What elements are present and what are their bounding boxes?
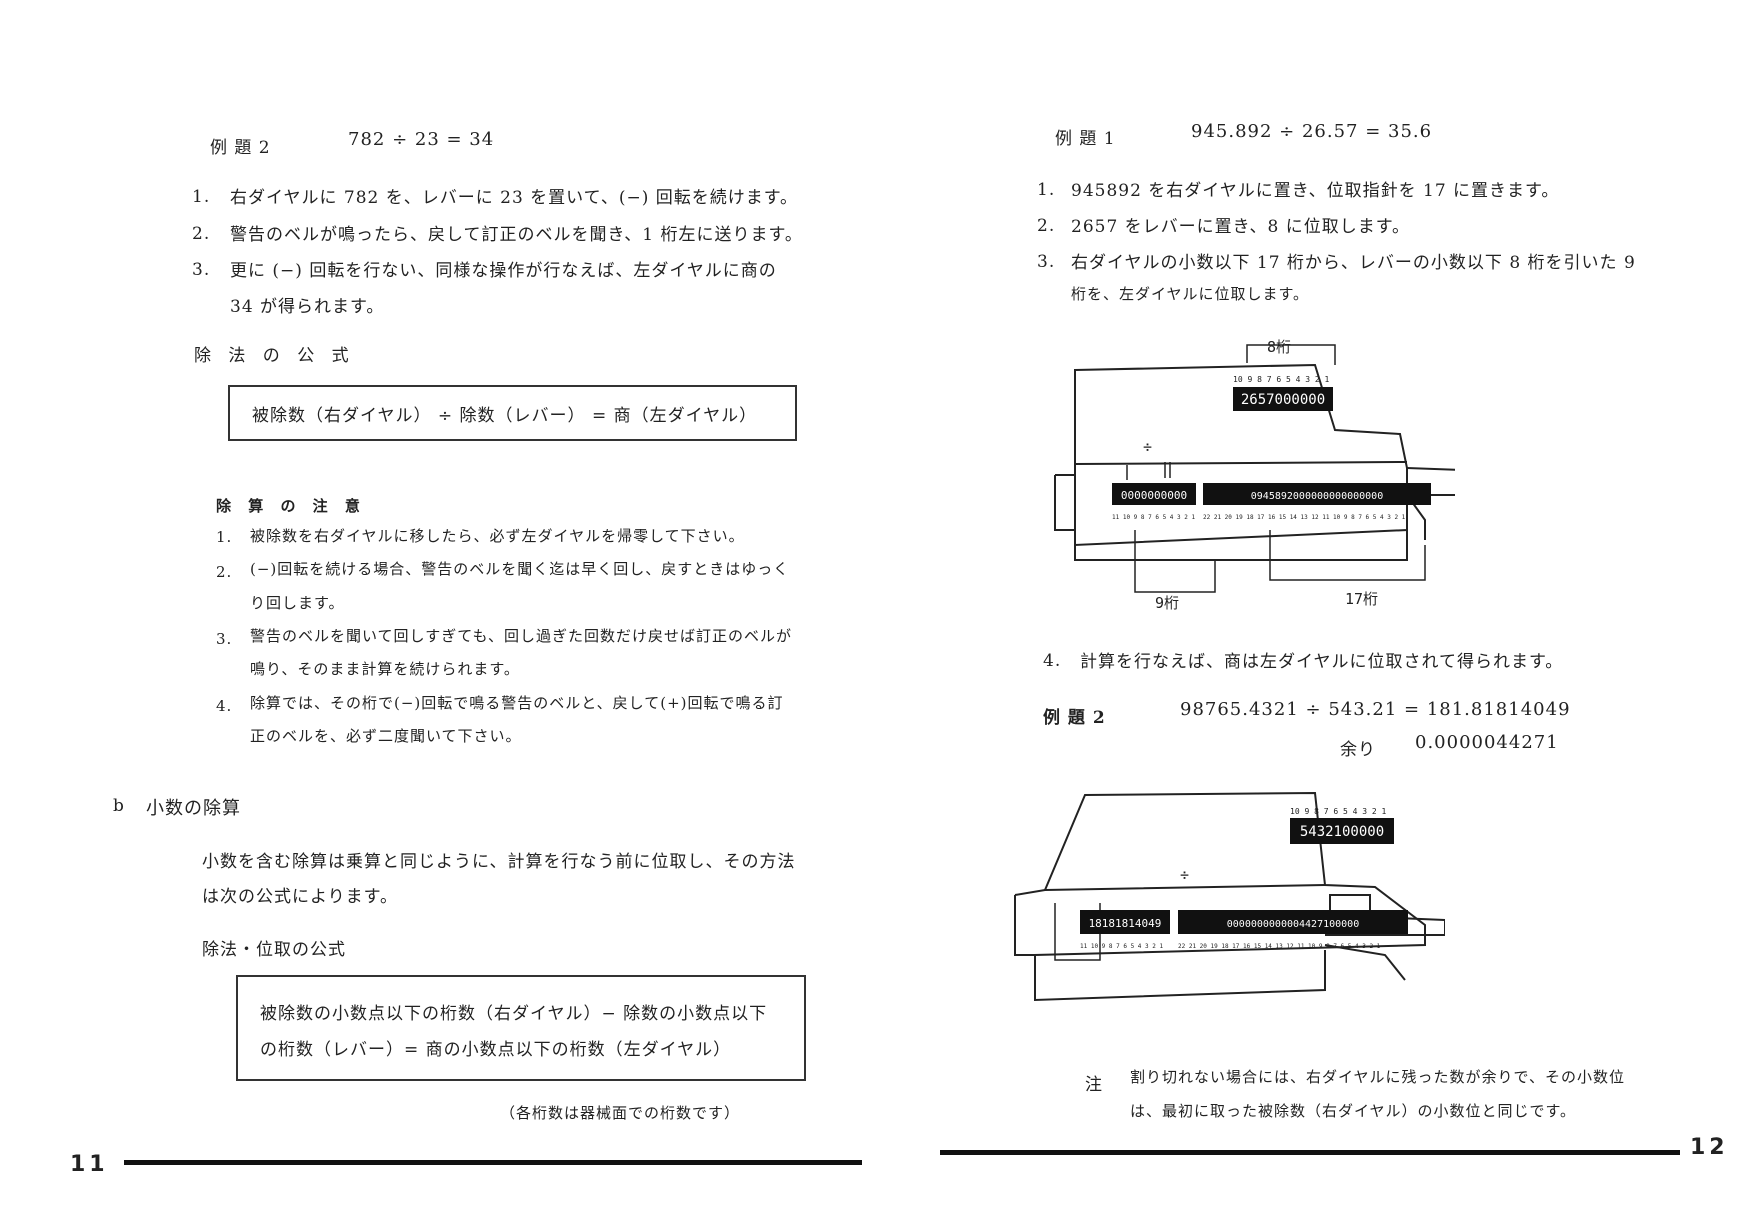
- step-text: 右ダイヤルの小数以下 17 桁から、レバーの小数以下 8 桁を引いた 9: [1071, 253, 1636, 273]
- remainder-value: 0.0000044271: [1415, 732, 1559, 753]
- lever-register: [1233, 387, 1333, 411]
- left-digit-dimension: 9桁: [1155, 594, 1179, 612]
- page-number: 12: [1690, 1135, 1729, 1160]
- step-number: 4.: [1043, 651, 1062, 671]
- step-text: 計算を行なえば、商は左ダイヤルに位取されて得られます。: [1080, 652, 1564, 672]
- step-number: 3.: [1037, 252, 1056, 272]
- position-formula-title: 除法・位取の公式: [202, 940, 346, 960]
- formula-text: 被除数（右ダイヤル） ÷ 除数（レバー） = 商（左ダイヤル）: [252, 406, 758, 426]
- note-text: 割り切れない場合には、右ダイヤルに残った数が余りで、その小数位: [1130, 1068, 1625, 1086]
- section-title: 小数の除算: [146, 798, 241, 819]
- lever-register: [1290, 818, 1394, 844]
- example-2-equation: 98765.4321 ÷ 543.21 = 181.81814049: [1180, 699, 1571, 720]
- remainder-label: 余り: [1340, 740, 1376, 760]
- example-2-equation: 782 ÷ 23 = 34: [348, 129, 495, 150]
- left-dial-scale: 11 10 9 8 7 6 5 4 3 2 1: [1112, 514, 1195, 521]
- left-dial-register: [1112, 483, 1196, 505]
- example-2-label: 例 題 2: [1043, 708, 1106, 728]
- page-rule: [940, 1150, 1680, 1155]
- left-dial-scale: 11 10 9 8 7 6 5 4 3 2 1: [1080, 943, 1163, 950]
- calculator-figure-1: 8桁 10 9 8 7 6 5 4 3 2 1 2657000000 ÷ 000…: [1054, 338, 1455, 612]
- left-dial-value: 18181814049: [1089, 917, 1162, 930]
- right-dial-value: 0000000000004427100000: [1227, 919, 1359, 930]
- position-formula-line: 被除数の小数点以下の桁数（右ダイヤル）− 除数の小数点以下: [260, 1004, 768, 1024]
- note-number: 3.: [216, 630, 233, 648]
- example-2-label: 例 題 2: [210, 138, 271, 158]
- right-page: 例 題 1 945.892 ÷ 26.57 = 35.6 1. 945892 を…: [875, 0, 1749, 1232]
- note-text: (−)回転を続ける場合、警告のベルを聞く迄は早く回し、戻すときはゆっく: [250, 560, 790, 578]
- note-number: 2.: [216, 563, 233, 581]
- page-number: 11: [70, 1152, 109, 1177]
- notes-title: 除 算 の 注 意: [216, 497, 366, 515]
- note-text: 被除数を右ダイヤルに移したら、必ず左ダイヤルを帰零して下さい。: [250, 527, 745, 545]
- calculator-figure-2: 10 9 8 7 6 5 4 3 2 1 5432100000 ÷ 181818…: [1014, 791, 1445, 1002]
- right-dial-register: [1203, 483, 1431, 505]
- divide-sign: ÷: [1143, 438, 1152, 456]
- step-text: 2657 をレバーに置き、8 に位取します。: [1071, 217, 1410, 237]
- step-number: 2.: [192, 224, 211, 244]
- right-dial-value: 0945892000000000000000: [1251, 491, 1383, 502]
- step-text-continued: 34 が得られます。: [230, 297, 385, 317]
- note-text: 除算では、その桁で(−)回転で鳴る警告のベルと、戻して(+)回転で鳴る訂: [250, 694, 784, 712]
- position-formula-box: 被除数の小数点以下の桁数（右ダイヤル）− 除数の小数点以下 の桁数（レバー）= …: [236, 975, 806, 1081]
- page-rule: [124, 1160, 862, 1165]
- left-page: 例 題 2 782 ÷ 23 = 34 1. 右ダイヤルに 782 を、レバーに…: [70, 129, 862, 1177]
- note-mark: 注: [1085, 1075, 1103, 1095]
- lever-register-value: 5432100000: [1300, 824, 1384, 840]
- right-dial-register: [1178, 910, 1408, 934]
- right-dial-scale: 22 21 20 19 18 17 16 15 14 13 12 11 10 9…: [1203, 514, 1406, 521]
- position-formula-line: の桁数（レバー）= 商の小数点以下の桁数（左ダイヤル）: [260, 1040, 732, 1060]
- step-number: 2.: [1037, 216, 1056, 236]
- intro-text-continued: は次の公式によります。: [202, 887, 398, 907]
- lever-digit-dimension: 8桁: [1267, 338, 1291, 356]
- left-dial-value: 0000000000: [1121, 489, 1187, 502]
- step-text: 右ダイヤルに 782 を、レバーに 23 を置いて、(−) 回転を続けます。: [230, 188, 799, 208]
- step-text: 945892 を右ダイヤルに置き、位取指針を 17 に置きます。: [1071, 181, 1560, 201]
- lever-scale: 10 9 8 7 6 5 4 3 2 1: [1233, 375, 1330, 384]
- divide-sign: ÷: [1180, 866, 1189, 884]
- example-1-label: 例 題 1: [1055, 129, 1116, 149]
- left-dial-register: [1080, 910, 1170, 934]
- note-text: 警告のベルを聞いて回しすぎても、回し過ぎた回数だけ戻せば訂正のベルが: [250, 627, 793, 645]
- note-number: 4.: [216, 697, 233, 715]
- formula-title: 除 法 の 公 式: [194, 346, 355, 366]
- note-number: 1.: [216, 528, 233, 546]
- note-text-continued: 正のベルを、必ず二度聞いて下さい。: [250, 727, 522, 745]
- formula-box: 被除数（右ダイヤル） ÷ 除数（レバー） = 商（左ダイヤル）: [228, 385, 797, 441]
- note-text-continued: り回します。: [250, 594, 345, 612]
- right-digit-dimension: 17桁: [1345, 590, 1378, 608]
- step-number: 1.: [192, 187, 211, 207]
- lever-scale: 10 9 8 7 6 5 4 3 2 1: [1290, 807, 1387, 816]
- note-text-continued: 鳴り、そのまま計算を続けられます。: [250, 660, 520, 678]
- section-letter: b: [113, 796, 125, 816]
- step-number: 1.: [1037, 180, 1056, 200]
- position-formula-note: （各桁数は器械面での桁数です）: [500, 1104, 741, 1122]
- step-text: 警告のベルが鳴ったら、戻して訂正のベルを聞き、1 桁左に送ります。: [230, 225, 803, 245]
- step-text-continued: 桁を、左ダイヤルに位取します。: [1071, 285, 1310, 303]
- note-text-continued: は、最初に取った被除数（右ダイヤル）の小数位と同じです。: [1130, 1102, 1577, 1120]
- example-1-equation: 945.892 ÷ 26.57 = 35.6: [1191, 121, 1433, 142]
- step-text: 更に (−) 回転を行ない、同様な操作が行なえば、左ダイヤルに商の: [230, 261, 777, 281]
- right-dial-scale: 22 21 20 19 18 17 16 15 14 13 12 11 10 9…: [1178, 943, 1381, 950]
- lever-register-value: 2657000000: [1241, 392, 1325, 408]
- intro-text: 小数を含む除算は乗算と同じように、計算を行なう前に位取し、その方法: [202, 852, 796, 872]
- step-number: 3.: [192, 260, 211, 280]
